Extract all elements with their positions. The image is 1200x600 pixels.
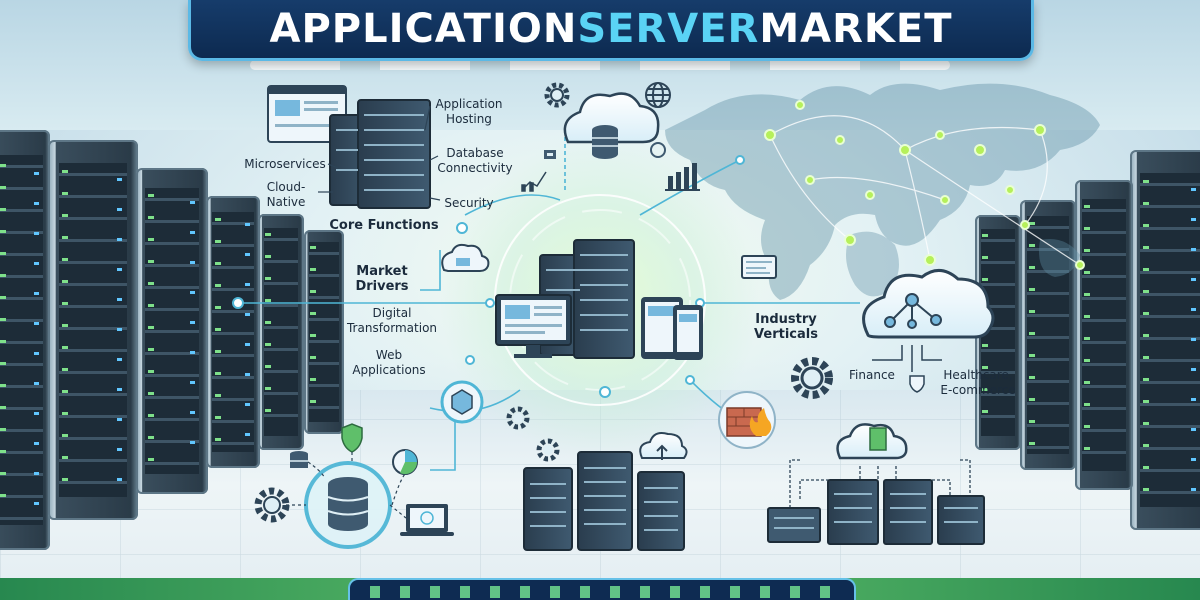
- label-digital-transformation: Digital Transformation: [340, 306, 444, 336]
- ceiling-lights: [250, 60, 950, 70]
- server-rack-right-2: [1075, 180, 1133, 490]
- core-functions-heading: Core Functions: [329, 218, 439, 233]
- label-microservices: Microservices: [244, 157, 326, 171]
- title-part-application: APPLICATION: [269, 6, 578, 52]
- document-icon: [741, 255, 777, 279]
- server-rack-right-1: [1130, 150, 1200, 530]
- firewall-icon: [718, 391, 776, 449]
- pie-chart-icon: [392, 449, 418, 475]
- database-icon: [304, 461, 392, 549]
- healthcare-shield-icon: [909, 375, 925, 393]
- dashed-connectors-bottom-left: [286, 452, 407, 519]
- market-drivers-heading: Market Drivers: [350, 264, 414, 294]
- bar-chart-icon: [665, 163, 700, 191]
- bottom-icon-strip: [348, 578, 856, 600]
- label-healthcare-ecommerce: Healthcare, E-commerce: [936, 368, 1020, 398]
- gear-icon: [544, 82, 570, 108]
- bottom-right-server-farm: [767, 423, 985, 545]
- label-line: Drivers: [355, 279, 409, 294]
- server-rack-left-5: [258, 214, 304, 450]
- server-rack-left-6: [304, 230, 344, 434]
- cube-icon: [440, 380, 484, 424]
- server-rack-left-2: [48, 140, 138, 520]
- title-part-server: SERVER: [577, 6, 760, 52]
- label-line: Industry: [755, 312, 817, 327]
- label-line: Transformation: [346, 321, 438, 335]
- label-line: Hosting: [446, 112, 492, 126]
- label-line: E-commerce: [940, 383, 1016, 397]
- core-functions-graphic: [267, 85, 441, 209]
- server-rack-right-3: [1020, 200, 1076, 470]
- connector-nodes: [232, 155, 745, 398]
- shield-icon: [341, 423, 363, 453]
- label-line: Connectivity: [437, 161, 513, 175]
- label-database-connectivity: Database Connectivity: [432, 146, 518, 176]
- server-rack-left-1: [0, 130, 50, 550]
- gear-icon-bottom-left: [254, 487, 290, 523]
- label-line: Cloud-: [266, 180, 306, 194]
- central-server-cluster: [495, 239, 703, 360]
- target-icon: [650, 142, 666, 158]
- label-line: Application: [435, 97, 503, 111]
- map-connection-lines: [769, 115, 1081, 266]
- map-nodes: [764, 100, 1085, 270]
- label-line: Verticals: [754, 327, 818, 342]
- globe-icon: [645, 82, 671, 108]
- label-application-hosting: Application Hosting: [426, 97, 512, 127]
- label-finance: Finance: [849, 368, 895, 382]
- server-rack-left-3: [136, 168, 208, 494]
- label-cloud-native: Cloud- Native: [256, 180, 316, 210]
- label-security: Security: [444, 196, 494, 210]
- label-line: Market: [356, 264, 408, 279]
- title-banner: APPLICATION SERVER MARKET: [188, 0, 1034, 61]
- large-gear-icon: [791, 357, 833, 399]
- label-line: Digital: [372, 306, 412, 320]
- industry-verticals-heading: Industry Verticals: [748, 312, 824, 342]
- trend-chart-icon: [521, 171, 547, 192]
- label-line: Healthcare,: [943, 368, 1013, 382]
- label-line: Database: [446, 146, 504, 160]
- label-line: Applications: [352, 363, 426, 377]
- title-part-market: MARKET: [759, 6, 953, 52]
- small-database-icon: [290, 451, 308, 468]
- cloud-database-icon: [563, 92, 660, 159]
- cloud-settings-icon: [441, 243, 490, 272]
- label-line: Native: [266, 195, 306, 209]
- small-gear-icon: [506, 406, 530, 430]
- lock-icon: [544, 150, 556, 159]
- label-line: Web: [375, 348, 403, 362]
- cloud-network-icon: [862, 269, 995, 372]
- laptop-icon: [400, 504, 454, 536]
- small-gear-icon-bottom: [536, 438, 560, 462]
- server-rack-left-4: [206, 196, 260, 468]
- bottom-center-servers: [523, 432, 688, 551]
- label-web-applications: Web Applications: [344, 348, 434, 378]
